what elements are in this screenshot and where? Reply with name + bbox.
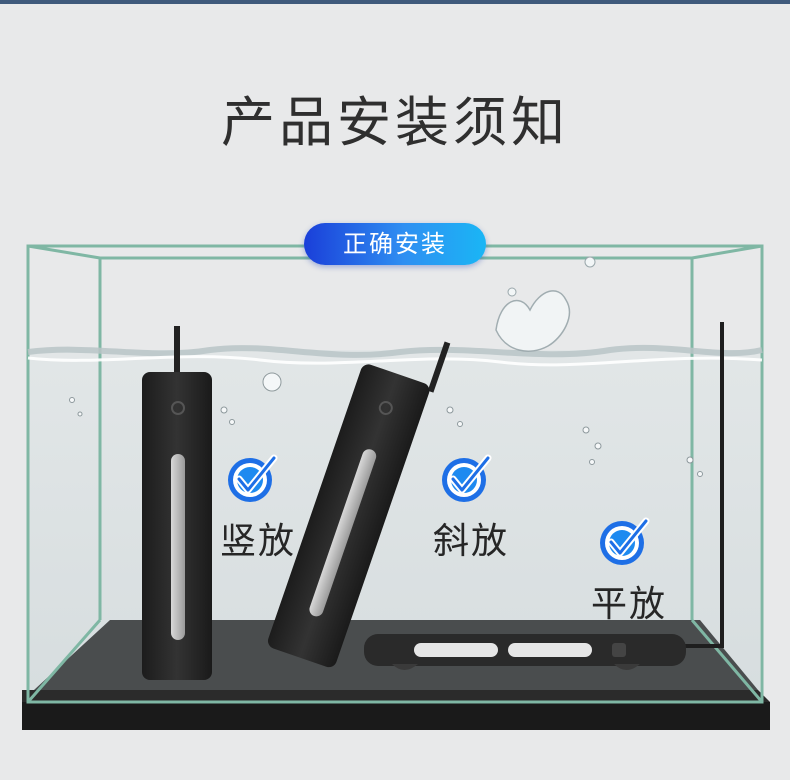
check-badge-icon [442, 454, 492, 502]
placement-label-tilted: 斜放 [433, 521, 510, 562]
placement-label-vertical: 竖放 [220, 521, 297, 562]
heater-vertical [142, 326, 212, 680]
heater-flat [364, 322, 724, 670]
placement-label-flat: 平放 [591, 584, 668, 625]
page-title: 产品安装须知 [221, 91, 569, 154]
correct-install-badge: 正确安装 [304, 223, 486, 265]
water-surface [27, 256, 763, 392]
check-badge-icon [600, 517, 650, 565]
heater-tilted [267, 341, 451, 668]
check-badge-icon [228, 454, 278, 502]
top-accent-strip [0, 0, 790, 4]
